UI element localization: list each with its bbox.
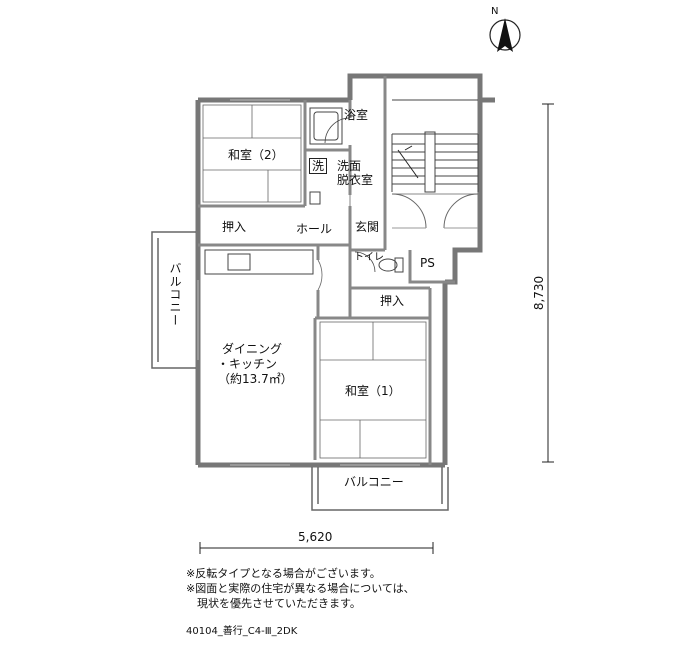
note-line: 現状を優先させていただきます。 xyxy=(186,597,361,610)
room-dk-line3: （約13.7㎡） xyxy=(218,372,293,386)
notes-block: ※反転タイプとなる場合がございます。 ※図面と実際の住宅が異なる場合については、… xyxy=(186,566,415,611)
plan-code: 40104_善行_C4-Ⅲ_2DK xyxy=(186,626,298,637)
washer-badge: 洗 xyxy=(309,158,328,174)
stairwell xyxy=(391,99,479,229)
washbasin xyxy=(309,117,351,205)
room-senmen-line1: 洗面 xyxy=(337,159,362,173)
window-lines xyxy=(197,99,420,466)
dimension-height: 8,730 xyxy=(532,275,547,311)
room-oshiire-top: 押入 xyxy=(222,220,247,234)
tatami-room-1 xyxy=(319,321,427,459)
bathtub xyxy=(309,107,343,145)
room-hall: ホール xyxy=(296,222,333,236)
balcony-bottom-outline xyxy=(311,467,449,511)
room-washitsu-2: 和室（2） xyxy=(228,148,284,162)
room-dk-line2: ・キッチン xyxy=(217,357,278,371)
room-balcony-bottom: バルコニー xyxy=(344,475,404,489)
room-genkan: 玄関 xyxy=(355,220,380,234)
note-line: ※図面と実際の住宅が異なる場合については、 xyxy=(186,582,415,595)
room-oshiire-mid: 押入 xyxy=(380,294,405,308)
balcony-left-outline xyxy=(151,231,196,369)
room-washitsu-1: 和室（1） xyxy=(345,384,401,398)
room-toilet: トイレ xyxy=(354,252,384,263)
dimension-lines xyxy=(199,103,554,554)
interior-walls xyxy=(198,76,455,465)
kitchen-counter xyxy=(204,249,314,275)
tatami-room-2 xyxy=(202,104,302,203)
note-line: ※反転タイプとなる場合がございます。 xyxy=(186,567,381,580)
toilet-fixture xyxy=(354,251,404,273)
north-arrow-icon xyxy=(489,18,521,52)
room-balcony-left: バルコニー xyxy=(168,262,182,327)
door-swings xyxy=(317,195,351,291)
room-senmen-line2: 脱衣室 xyxy=(337,173,374,187)
room-dk-line1: ダイニング xyxy=(222,342,283,356)
north-label: N xyxy=(491,6,499,17)
dimension-width: 5,620 xyxy=(298,530,333,544)
room-ps: PS xyxy=(420,256,435,270)
room-bathroom: 浴室 xyxy=(344,108,369,122)
